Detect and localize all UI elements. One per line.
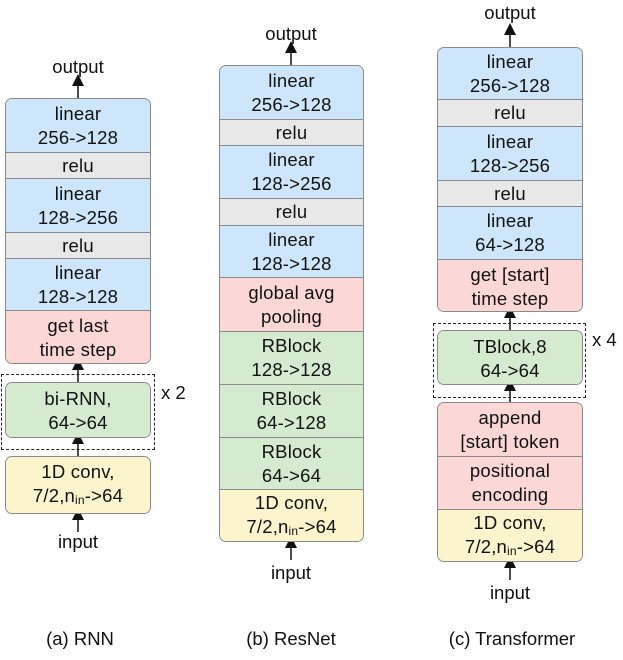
transformer-linear-256-128: linear 256->128 xyxy=(438,48,582,100)
rnn-bi-rnn: bi-RNN, 64->64 xyxy=(6,383,150,437)
resnet-relu-1: relu xyxy=(220,120,363,146)
resnet-1d-conv: 1D conv, 7/2,nin->64 xyxy=(220,490,363,541)
transformer-repeat-box xyxy=(433,323,586,398)
rnn-output-label: output xyxy=(52,56,104,77)
rnn-repeat-count: x 2 xyxy=(161,382,186,403)
transformer-tblock-stack: TBlock,8 64->64 xyxy=(437,330,583,385)
transformer-relu-2: relu xyxy=(438,181,582,207)
resnet-linear-128-128: linear 128->128 xyxy=(220,226,363,278)
transformer-get-start-time-step: get [start] time step xyxy=(438,260,582,311)
transformer-repeat-count: x 4 xyxy=(592,329,617,350)
transformer-conv-line1: 1D conv, xyxy=(473,511,547,533)
resnet-output-label: output xyxy=(265,23,317,44)
transformer-output-label: output xyxy=(484,2,536,23)
transformer-linear-128-256: linear 128->256 xyxy=(438,127,582,181)
rnn-head-stack: linear 256->128 relu linear 128->256 rel… xyxy=(5,98,151,364)
transformer-head-stack: linear 256->128 relu linear 128->256 rel… xyxy=(437,47,583,312)
rnn-1d-conv: 1D conv, 7/2,nin->64 xyxy=(6,457,150,513)
transformer-input-stack: append [start] token positional encoding… xyxy=(437,402,583,562)
resnet-relu-2: relu xyxy=(220,199,363,226)
resnet-conv-line2: 7/2,nin->64 xyxy=(246,515,337,538)
resnet-caption: (b) ResNet xyxy=(246,628,336,649)
rnn-input-label: input xyxy=(57,531,99,552)
resnet-rblock-128-128: RBlock 128->128 xyxy=(220,332,363,385)
resnet-stack: linear 256->128 relu linear 128->256 rel… xyxy=(219,65,364,542)
rnn-linear-128-256: linear 128->256 xyxy=(6,179,150,233)
transformer-1d-conv: 1D conv, 7/2,nin->64 xyxy=(438,510,582,561)
transformer-conv-line2: 7/2,nin->64 xyxy=(464,535,556,558)
rnn-conv-line1: 1D conv, xyxy=(41,461,115,482)
resnet-rblock-64-64: RBlock 64->64 xyxy=(220,438,363,490)
resnet-input-label: input xyxy=(270,562,312,583)
rnn-caption: (a) RNN xyxy=(46,628,114,649)
transformer-caption: (c) Transformer xyxy=(448,628,576,649)
resnet-linear-256-128: linear 256->128 xyxy=(220,66,363,120)
transformer-positional-encoding: positional encoding xyxy=(438,457,582,510)
rnn-linear-128-128: linear 128->128 xyxy=(6,259,150,311)
rnn-relu-2: relu xyxy=(6,233,150,259)
resnet-global-avg-pooling: global avg pooling xyxy=(220,278,363,332)
rnn-conv-line2: 7/2,nin->64 xyxy=(32,485,124,507)
rnn-repeat-box xyxy=(1,374,155,450)
resnet-rblock-64-128: RBlock 64->128 xyxy=(220,385,363,438)
rnn-get-last-time-step: get last time step xyxy=(6,311,150,363)
transformer-input-label: input xyxy=(489,582,531,603)
resnet-linear-128-256: linear 128->256 xyxy=(220,146,363,199)
rnn-relu-1: relu xyxy=(6,153,150,179)
transformer-relu-1: relu xyxy=(438,100,582,127)
resnet-conv-line1: 1D conv, xyxy=(254,491,329,513)
transformer-linear-64-128: linear 64->128 xyxy=(438,207,582,260)
rnn-conv-stack: 1D conv, 7/2,nin->64 xyxy=(5,456,151,514)
rnn-birnn-stack: bi-RNN, 64->64 xyxy=(5,382,151,438)
rnn-linear-256-128: linear 256->128 xyxy=(6,99,150,153)
transformer-tblock: TBlock,8 64->64 xyxy=(438,331,582,384)
transformer-append-start-token: append [start] token xyxy=(438,403,582,457)
